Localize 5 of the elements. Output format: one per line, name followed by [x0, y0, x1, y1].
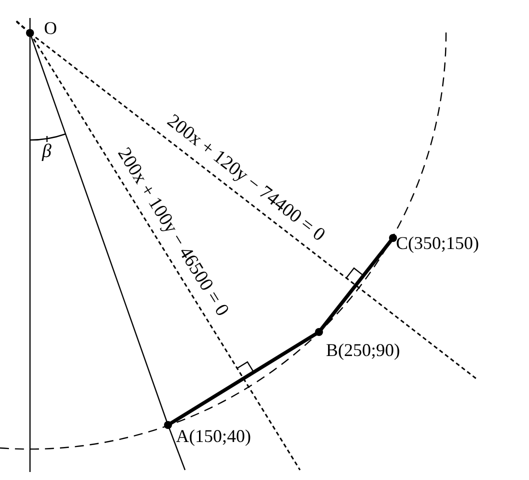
- angle-label: β: [42, 142, 52, 161]
- point-label: C(350;150): [389, 233, 479, 253]
- point-label: O: [26, 18, 57, 38]
- point-label: B(250;90): [315, 328, 400, 360]
- point-label: A(150;40): [164, 421, 251, 446]
